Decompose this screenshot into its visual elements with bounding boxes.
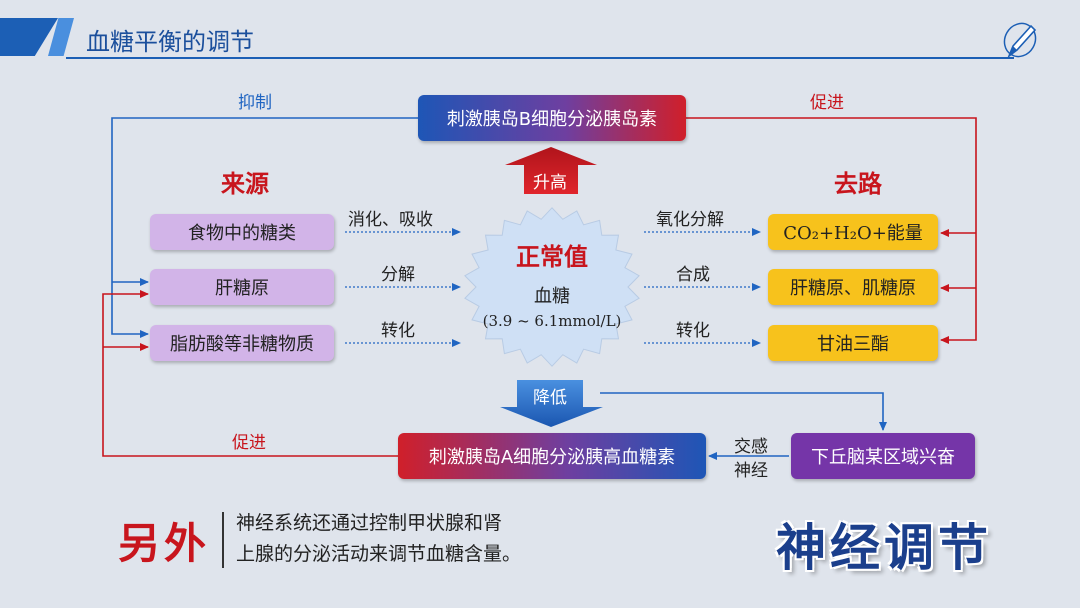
- header-underline: [66, 57, 1014, 59]
- center-starburst: [464, 207, 640, 367]
- insulin-box: 刺激胰岛B细胞分泌胰岛素: [418, 95, 686, 141]
- rise-label: 升高: [533, 173, 567, 193]
- source-liver-glycogen-box: 肝糖原: [150, 269, 334, 305]
- pen-icon: [1003, 22, 1037, 59]
- also-label: 另外: [118, 519, 211, 568]
- source-non-sugar-box: 脂肪酸等非糖物质: [150, 325, 334, 361]
- source-food-box: 食物中的糖类: [150, 214, 334, 250]
- source-process-3: 转化: [381, 321, 415, 341]
- source-process-1: 消化、吸收: [348, 210, 433, 230]
- note-line-1: 神经系统还通过控制甲状腺和肾: [236, 512, 503, 534]
- source-process-2: 分解: [381, 265, 415, 285]
- promote-label-bottom: 促进: [232, 433, 266, 453]
- promote-label-top: 促进: [810, 93, 844, 113]
- dest-process-2: 合成: [676, 265, 710, 285]
- divider: [222, 512, 224, 568]
- note-line-2: 上腺的分泌活动来调节血糖含量。: [236, 543, 522, 565]
- dest-glycogen-box: 肝糖原、肌糖原: [768, 269, 938, 305]
- normal-value-title: 正常值: [516, 242, 588, 271]
- glucagon-box: 刺激胰岛A细胞分泌胰高血糖素: [398, 433, 706, 479]
- blood-sugar-label: 血糖: [534, 286, 570, 307]
- normal-range: (3.9 ~ 6.1mmol/L): [482, 312, 622, 330]
- dest-triglyceride-box: 甘油三酯: [768, 325, 938, 361]
- page-title: 血糖平衡的调节: [86, 28, 254, 56]
- dest-process-1: 氧化分解: [656, 210, 724, 230]
- dest-oxidation-box: CO₂+H₂O+能量: [768, 214, 938, 250]
- dest-process-3: 转化: [676, 321, 710, 341]
- destinations-heading: 去路: [834, 169, 882, 198]
- inhibit-label: 抑制: [238, 93, 272, 113]
- fall-label: 降低: [533, 388, 567, 408]
- hypothalamus-box: 下丘脑某区域兴奋: [791, 433, 975, 479]
- nerve-regulation-title: 神经调节: [776, 519, 992, 577]
- sources-heading: 来源: [221, 169, 269, 198]
- sympathetic-label-2: 神经: [734, 461, 768, 481]
- sympathetic-label-1: 交感: [734, 437, 768, 457]
